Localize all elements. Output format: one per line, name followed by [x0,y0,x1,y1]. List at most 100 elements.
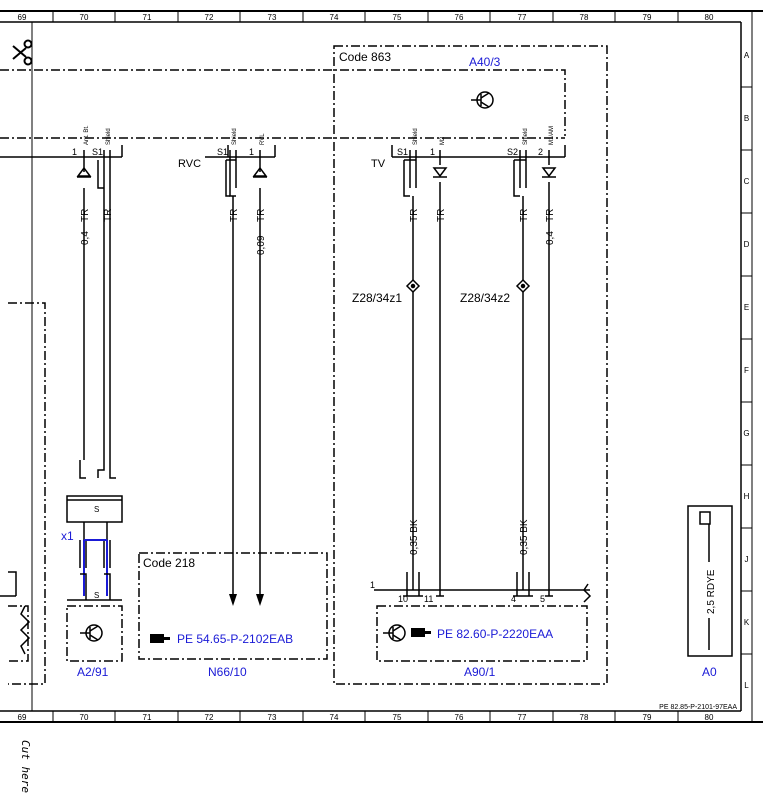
left-partial-graphics [0,571,31,655]
pin-name-vertical: RVL [260,133,266,145]
pin-name-vertical: Shield [523,128,529,145]
pin-label: 5 [540,594,545,604]
x1-label: x1 [61,529,74,543]
wire-color-label: TR [409,209,420,222]
a90-1-connector [374,572,592,603]
wire-label-035bk: 0,35 BK [409,519,420,555]
a90-1-box [376,605,588,662]
code-863-box [333,45,608,685]
row-label: L [744,681,749,690]
a2-91-bottom-pins [80,573,111,600]
wire-color-label: TR [256,209,267,222]
pin-label: S1 [92,147,103,157]
n66-10-ref: PE 54.65-P-2102EAB [177,632,293,646]
pin-label: 1 [370,580,375,590]
code-863-label: Code 863 [339,50,391,64]
col-label: 73 [268,13,277,22]
wire-size-label: 0,09 [256,235,267,255]
a0-wire-label: 2,5 RDYE [706,569,717,614]
col-label: 69 [18,713,27,722]
pin-name-vertical: Shield [413,128,419,145]
hand-pointer-icon [150,634,170,643]
col-label: 72 [205,13,214,22]
a2-91-blue-wire [83,539,108,596]
col-label: 78 [580,713,589,722]
col-label: 77 [518,713,527,722]
col-label: 75 [393,713,402,722]
labels: Code 863 A40/3 RVC TV 1 S1 S1 1 S1 1 S2 … [19,50,737,793]
pin-label: 1 [430,147,435,157]
row-dividers [741,86,752,655]
a40-3-label: A40/3 [469,55,501,69]
col-label: 75 [393,13,402,22]
a2-91-connector [66,460,123,601]
wire-size-label: 0,4 [80,231,91,245]
a40-3-box [0,69,566,136]
arrow-symbols [229,594,264,606]
component-boxes [0,45,608,685]
col-label: 70 [80,713,89,722]
col-label: 76 [455,713,464,722]
wire-color-label: TR [229,209,240,222]
a0-label: A0 [702,665,717,679]
column-labels-top: 69 70 71 72 73 74 75 76 77 78 79 80 [18,13,714,22]
row-labels: A B C D E F G H J K L [743,51,749,690]
col-label: 72 [205,713,214,722]
col-label: 71 [143,13,152,22]
wires [83,150,550,600]
wire-color-label: TR [545,209,556,222]
row-label: C [744,177,750,186]
wire-color-label: TR [103,209,114,222]
left-small-box [8,605,29,662]
splice-label: Z28/34z1 [352,291,402,305]
a2-91-label: A2/91 [77,665,109,679]
splice-symbols [405,278,531,294]
pin-label: 4 [511,594,516,604]
col-label: 71 [143,713,152,722]
pin-label: S [94,505,99,514]
row-label: J [745,555,749,564]
pin-label: S [94,591,99,600]
wire-label-035bk: 0,35 BK [519,519,530,555]
pin-label: S1 [217,147,228,157]
row-label: A [744,51,750,60]
code-218-label: Code 218 [143,556,195,570]
rvc-label: RVC [178,158,201,170]
col-label: 80 [705,713,714,722]
a2-91-box [66,605,123,662]
row-label: H [744,492,750,501]
pin-name-vertical: Ant. Bt. [84,125,90,145]
col-label: 77 [518,13,527,22]
tv-label: TV [371,158,386,170]
wire-color-label: TR [80,209,91,222]
row-label: K [744,618,750,627]
transistor-icon [471,91,494,109]
n66-10-label: N66/10 [208,665,247,679]
column-dividers [52,11,679,722]
drawing-frame [0,10,763,723]
wire-size-label: 0,4 [545,231,556,245]
a0-component [687,505,733,657]
doc-reference: PE 82.85-P-2101-97EAA [659,704,737,711]
splice-label: Z28/34z2 [460,291,510,305]
pin-label: S1 [397,147,408,157]
row-label: D [744,240,750,249]
scissors-icon [12,39,33,66]
col-label: 78 [580,13,589,22]
col-label: 74 [330,713,339,722]
a90-1-ref: PE 82.60-P-2220EAA [437,627,553,641]
wire-color-label: TR [519,209,530,222]
cut-here-label: Cut here [19,740,32,793]
row-label: F [744,366,749,375]
pin-label: 1 [72,147,77,157]
pin-label: 11 [424,594,433,604]
pin-label: S2 [507,147,518,157]
col-label: 70 [80,13,89,22]
pin-name-vertical: Shield [232,128,238,145]
col-label: 80 [705,13,714,22]
transistor-icon [80,624,103,642]
pin-name-vertical: Shield [106,128,112,145]
pin-label: 2 [538,147,543,157]
col-label: 69 [18,13,27,22]
